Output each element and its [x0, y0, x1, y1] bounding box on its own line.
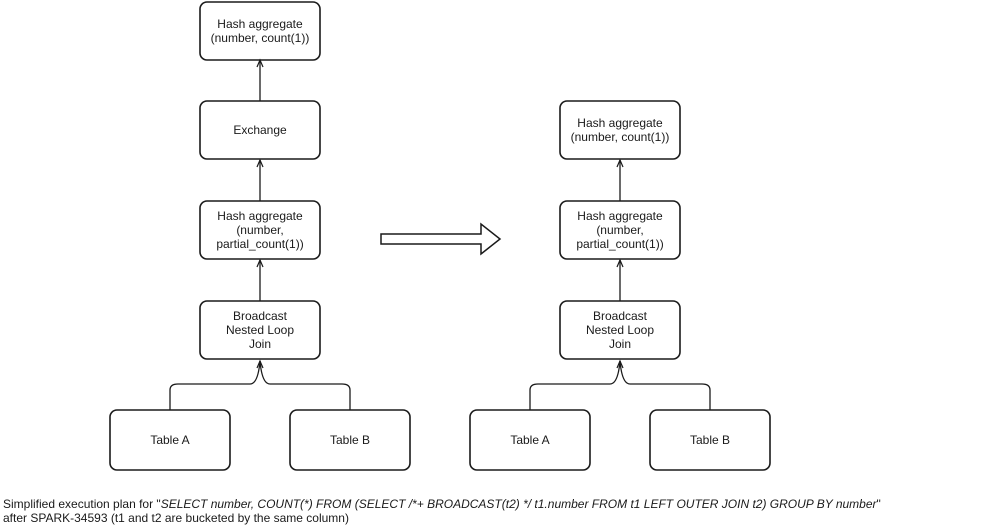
left-edge-tables-to-join-left	[169, 360, 261, 410]
right-hash-aggregate-partial-label-1: (number,	[596, 223, 643, 237]
left-hash-aggregate-final-label-1: (number, count(1))	[211, 31, 310, 45]
right-edge-tables-to-join-right	[619, 360, 711, 410]
left-broadcast-join-label-0: Broadcast	[233, 309, 288, 323]
transform-arrow-icon	[380, 222, 502, 256]
left-table-b: Table B	[289, 409, 411, 471]
right-hash-aggregate-partial: Hash aggregate(number,partial_count(1))	[559, 200, 681, 260]
left-exchange: Exchange	[199, 100, 321, 160]
diagram-caption: Simplified execution plan for "SELECT nu…	[3, 497, 881, 525]
caption-line-2: after SPARK-34593 (t1 and t2 are buckete…	[3, 511, 349, 525]
left-hash-aggregate-partial-label-1: (number,	[236, 223, 283, 237]
caption-query: SELECT number, COUNT(*) FROM (SELECT /*+…	[160, 497, 877, 511]
left-table-a-label-0: Table A	[150, 433, 189, 447]
left-edge-partial-to-exchange-arrowhead	[256, 158, 264, 168]
right-hash-aggregate-final-label-1: (number, count(1))	[571, 130, 670, 144]
caption-line-1: Simplified execution plan for "SELECT nu…	[3, 497, 881, 511]
left-edge-exchange-to-final-arrowhead	[256, 58, 264, 68]
right-edge-tables-to-join-left	[529, 360, 621, 410]
left-edge-tables-to-join-arrowhead	[256, 359, 264, 369]
right-broadcast-join-label-2: Join	[609, 337, 631, 351]
left-edge-tables-to-join-right	[259, 360, 351, 410]
left-hash-aggregate-final-label-0: Hash aggregate	[217, 17, 303, 31]
right-hash-aggregate-partial-label-0: Hash aggregate	[577, 209, 663, 223]
caption-suffix: "	[876, 497, 881, 511]
right-edge-partial-to-final-arrowhead	[616, 158, 624, 168]
left-broadcast-join-label-2: Join	[249, 337, 271, 351]
right-hash-aggregate-final-label-0: Hash aggregate	[577, 116, 663, 130]
right-hash-aggregate-final: Hash aggregate(number, count(1))	[559, 100, 681, 160]
right-table-a: Table A	[469, 409, 591, 471]
right-table-a-label-0: Table A	[510, 433, 549, 447]
left-table-b-label-0: Table B	[330, 433, 370, 447]
left-table-a: Table A	[109, 409, 231, 471]
right-table-b-label-0: Table B	[690, 433, 730, 447]
left-hash-aggregate-partial: Hash aggregate(number,partial_count(1))	[199, 200, 321, 260]
right-edge-join-to-partial-arrowhead	[616, 258, 624, 268]
right-table-b: Table B	[649, 409, 771, 471]
right-edge-tables-to-join-arrowhead	[616, 359, 624, 369]
left-hash-aggregate-final: Hash aggregate(number, count(1))	[199, 1, 321, 61]
right-broadcast-join-label-1: Nested Loop	[586, 323, 654, 337]
right-broadcast-join-label-0: Broadcast	[593, 309, 648, 323]
left-exchange-label-0: Exchange	[233, 123, 287, 137]
left-hash-aggregate-partial-label-0: Hash aggregate	[217, 209, 303, 223]
left-edge-join-to-partial-arrowhead	[256, 258, 264, 268]
right-hash-aggregate-partial-label-2: partial_count(1))	[576, 237, 663, 251]
left-hash-aggregate-partial-label-2: partial_count(1))	[216, 237, 303, 251]
left-broadcast-join-label-1: Nested Loop	[226, 323, 294, 337]
caption-prefix: Simplified execution plan for "	[3, 497, 161, 511]
